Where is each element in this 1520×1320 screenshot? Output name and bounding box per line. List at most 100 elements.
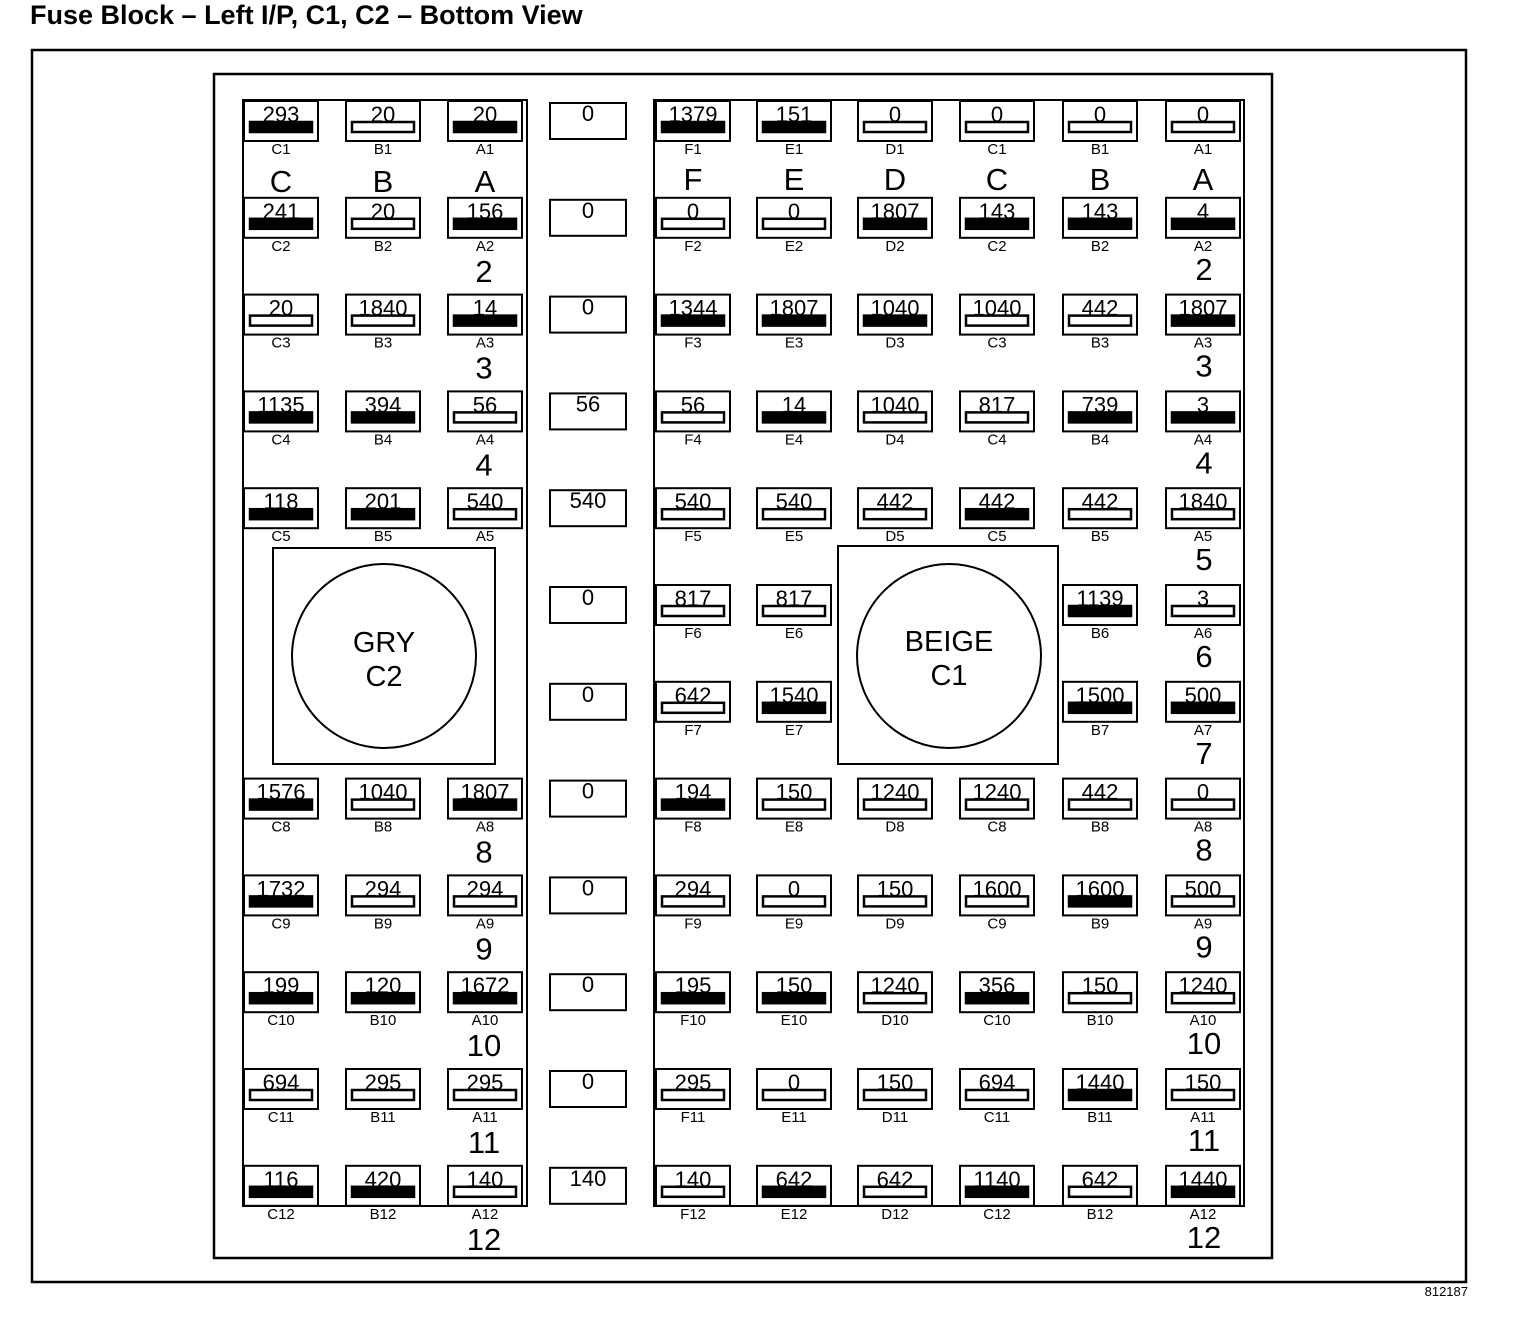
right_connector-cells-0-3-circuit-number: 0 bbox=[991, 102, 1003, 127]
right_connector-cells-1-2-cavity-label: D2 bbox=[885, 238, 904, 255]
right_connector-cells-11-5-circuit-number: 1440 bbox=[1179, 1167, 1228, 1192]
middle-box bbox=[549, 973, 627, 1012]
left_connector-cells-2-2-circuit-number: 14 bbox=[473, 296, 497, 321]
left_connector-cells-7-1-cavity-label: B8 bbox=[374, 819, 392, 836]
right_connector-cells-6-0-terminal bbox=[660, 701, 726, 715]
right_connector-cells-3-5-circuit-number: 3 bbox=[1197, 392, 1209, 417]
left_connector-cells-11-0-circuit-number: 116 bbox=[263, 1167, 298, 1192]
cells-layer: 293C120B120A1241C220B2156A220C31840B314A… bbox=[243, 100, 1241, 1257]
right_connector-cells-7-0-cavity-label: F8 bbox=[684, 819, 702, 836]
right_connector-cells-5-0-cavity-label: F6 bbox=[684, 625, 702, 642]
middle-box-value: 140 bbox=[570, 1166, 607, 1191]
right-column-letter: C bbox=[986, 162, 1008, 197]
right_connector-cells-1-4-cavity-label: B2 bbox=[1091, 238, 1109, 255]
middle-box-value: 56 bbox=[576, 391, 600, 416]
right_connector-cells-2-4-circuit-number: 442 bbox=[1082, 296, 1119, 321]
right-row-number: 9 bbox=[1195, 929, 1212, 964]
left_connector-cells-0-2-terminal bbox=[452, 120, 518, 134]
left_connector-cells-9-1-circuit-number: 120 bbox=[365, 973, 402, 998]
right_connector-cells-1-5-circuit-number: 4 bbox=[1197, 199, 1209, 224]
right_connector-cells-3-2-terminal bbox=[862, 411, 928, 424]
right_connector-cells-9-2-terminal bbox=[862, 991, 928, 1005]
left_connector-cells-2-0-circuit-number: 20 bbox=[269, 296, 293, 321]
left_connector-cells-3-2-cavity-label: A4 bbox=[476, 431, 494, 448]
right_connector-cells-1-3-circuit-number: 143 bbox=[979, 199, 1016, 224]
right_connector-cells-11-0-cavity-label: F12 bbox=[680, 1206, 706, 1223]
left_connector-cells-0-1-circuit-number: 20 bbox=[371, 102, 395, 127]
right_connector-cells-2-0-cavity-label: F3 bbox=[684, 335, 702, 352]
right_connector-cells-8-4-cavity-label: B9 bbox=[1091, 915, 1109, 932]
right_connector-cells-8-2-terminal bbox=[862, 895, 928, 908]
left_connector-cells-3-0-circuit-number: 1135 bbox=[257, 392, 304, 417]
right_connector-cells-2-1-circuit-number: 1807 bbox=[770, 296, 819, 321]
right_connector-cells-2-0-circuit-number: 1344 bbox=[669, 296, 718, 321]
right_connector-cells-4-3-circuit-number: 442 bbox=[979, 489, 1016, 514]
left_connector-cells-2-0-terminal bbox=[248, 314, 314, 327]
right_connector-cells-6-1-terminal bbox=[761, 701, 827, 715]
left_connector-cells-11-0-terminal bbox=[248, 1185, 314, 1199]
right_connector-cells-7-5-circuit-number: 0 bbox=[1197, 780, 1209, 805]
left_connector-cells-2-0-cavity-label: C3 bbox=[271, 335, 290, 352]
right_connector-cells-3-1-terminal bbox=[761, 411, 827, 424]
left_connector-cells-1-1-circuit-number: 20 bbox=[371, 199, 395, 224]
left_connector-cells-7-0-terminal bbox=[248, 798, 314, 811]
left_connector-cells-4-1-cavity-label: B5 bbox=[374, 528, 392, 545]
left-row-number: 2 bbox=[475, 254, 492, 289]
right_connector-cells-8-3-cavity-label: C9 bbox=[987, 915, 1006, 932]
right_connector-cells-11-4-terminal bbox=[1067, 1185, 1133, 1199]
right_connector-cells-2-4-cavity-label: B3 bbox=[1091, 335, 1109, 352]
beige-c1-label-line2: C1 bbox=[930, 660, 967, 692]
left-column-letter: A bbox=[475, 164, 496, 199]
figure-id: 812187 bbox=[1424, 1284, 1468, 1299]
middle-box bbox=[549, 392, 627, 431]
left_connector-cells-11-1-cavity-label: B12 bbox=[370, 1206, 397, 1223]
right_connector-cells-0-4-terminal bbox=[1067, 120, 1133, 134]
right_connector-cells-2-0-terminal bbox=[660, 314, 726, 327]
right_connector-cells-9-3-cavity-label: C10 bbox=[983, 1012, 1011, 1029]
left_connector-cells-0-1-terminal bbox=[350, 120, 416, 134]
right_connector-cells-0-3-cavity-label: C1 bbox=[987, 141, 1006, 158]
right-column-letter: A bbox=[1193, 162, 1214, 197]
right_connector-cells-6-1-circuit-number: 1540 bbox=[770, 683, 819, 708]
page-title: Fuse Block – Left I/P, C1, C2 – Bottom V… bbox=[30, 0, 583, 30]
right_connector-cells-9-1-cavity-label: E10 bbox=[781, 1012, 808, 1029]
right_connector-cells-11-3-circuit-number: 1140 bbox=[973, 1167, 1020, 1192]
left_connector-cells-8-0-terminal bbox=[248, 895, 314, 908]
middle-box-value: 0 bbox=[582, 198, 594, 223]
left_connector-cells-8-2-cavity-label: A9 bbox=[476, 915, 494, 932]
right_connector-cells-11-4-cavity-label: B12 bbox=[1087, 1206, 1114, 1223]
right_connector-cells-0-2-circuit-number: 0 bbox=[889, 102, 901, 127]
left_connector-cells-0-0-cavity-label: C1 bbox=[271, 141, 290, 158]
left_connector-cells-3-1-terminal bbox=[350, 411, 416, 424]
right_connector-cells-8-1-circuit-number: 0 bbox=[788, 876, 800, 901]
right_connector-cells-7-2-cavity-label: D8 bbox=[885, 819, 904, 836]
right_connector-cells-7-5-terminal bbox=[1170, 798, 1236, 811]
right_connector-cells-9-3-circuit-number: 356 bbox=[979, 973, 1016, 998]
right_connector-cells-9-0-circuit-number: 195 bbox=[675, 973, 712, 998]
left_connector-cells-9-0-cavity-label: C10 bbox=[267, 1012, 295, 1029]
right_connector-cells-1-2-terminal bbox=[862, 217, 928, 231]
middle-box-value: 0 bbox=[582, 875, 594, 900]
gry-c2-label-line1: GRY bbox=[353, 627, 415, 659]
right_connector-cells-10-5-circuit-number: 150 bbox=[1185, 1070, 1222, 1095]
right_connector-cells-8-2-circuit-number: 150 bbox=[877, 876, 914, 901]
right_connector-cells-6-5-circuit-number: 500 bbox=[1185, 683, 1222, 708]
left_connector-cells-0-2-cavity-label: A1 bbox=[476, 141, 494, 158]
right_connector-cells-3-3-circuit-number: 817 bbox=[979, 392, 1016, 417]
right_connector-cells-11-0-terminal bbox=[660, 1185, 726, 1199]
right_connector-cells-4-0-circuit-number: 540 bbox=[675, 489, 712, 514]
right_connector-cells-0-0-circuit-number: 1379 bbox=[669, 102, 718, 127]
left_connector-cells-2-2-cavity-label: A3 bbox=[476, 335, 494, 352]
right_connector-cells-7-3-circuit-number: 1240 bbox=[973, 780, 1022, 805]
left_connector-cells-1-2-circuit-number: 156 bbox=[467, 199, 504, 224]
right_connector-cells-0-1-cavity-label: E1 bbox=[785, 141, 803, 158]
right_connector-cells-4-4-circuit-number: 442 bbox=[1082, 489, 1119, 514]
left_connector-cells-11-1-circuit-number: 420 bbox=[365, 1167, 402, 1192]
right_connector-cells-9-1-terminal bbox=[761, 991, 827, 1005]
left_connector-cells-10-0-cavity-label: C11 bbox=[268, 1109, 294, 1126]
beige-c1-key-circle bbox=[856, 563, 1042, 749]
left_connector-cells-1-1-cavity-label: B2 bbox=[374, 238, 392, 255]
right_connector-cells-10-4-circuit-number: 1440 bbox=[1076, 1070, 1125, 1095]
outer-frame bbox=[30, 48, 1468, 1284]
right_connector-cells-3-4-cavity-label: B4 bbox=[1091, 431, 1109, 448]
